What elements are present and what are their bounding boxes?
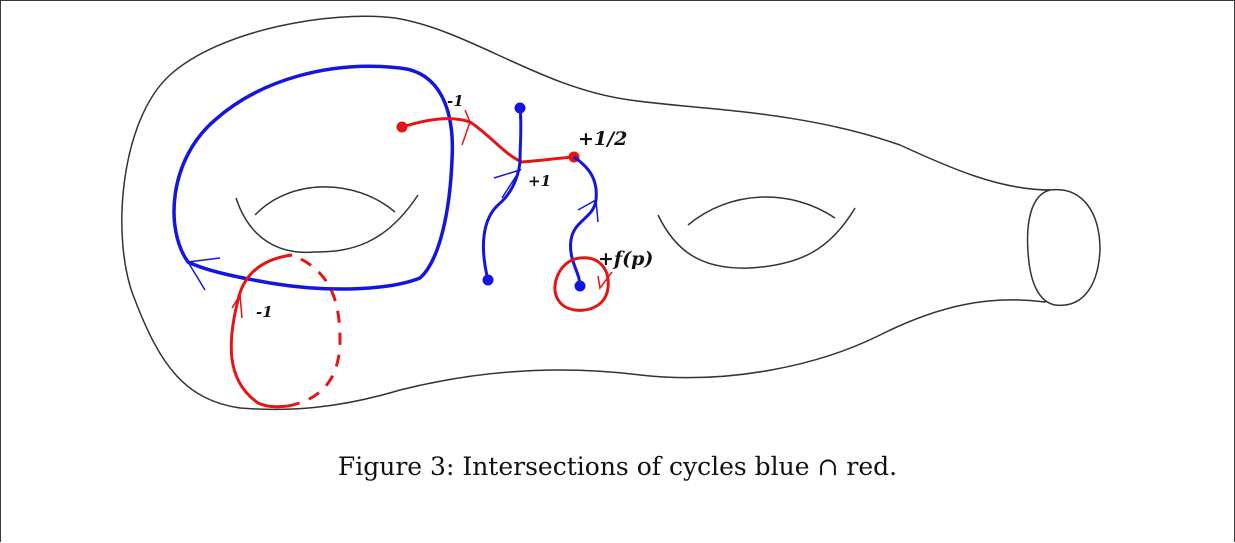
blue-path-right [569,155,598,287]
red-loop-arrow-icon [231,292,243,319]
blue-loop-arrow-icon [186,257,221,291]
label-left-minus-one: -1 [256,303,273,321]
figure-caption: Figure 3: Intersections of cycles blue ∩… [0,452,1235,481]
label-plus-half: +1/2 [578,128,627,150]
blue-right-arrow-icon [577,198,599,223]
red-loop-front [229,253,293,409]
right-hole-lower [657,207,856,269]
blue-loop-left [172,64,455,291]
red-arc-arrow-icon [461,109,471,146]
red-endpoint-left [396,121,408,133]
red-arc-top [401,117,575,164]
left-hole-upper [254,186,396,216]
red-loop-back-dashed [287,253,342,408]
label-f-of-p: +f(p) [598,248,653,270]
point-p [574,280,586,292]
blue-middle-arrow-icon [493,168,522,199]
red-small-loop-arrow-icon [597,271,613,290]
label-top-minus-one: -1 [447,92,464,110]
left-hole-lower [235,194,419,254]
surface-outline [121,15,1051,411]
surface-diagram: -1 +1/2 +1 +f(p) -1 [121,15,1101,411]
boundary-cap [1026,188,1101,307]
blue-endpoint-bottom [482,274,494,286]
label-plus-one: +1 [528,172,551,190]
red-small-loop [553,256,610,312]
caption-text: Intersections of cycles blue ∩ red. [462,452,898,481]
blue-path-middle [481,107,523,281]
right-hole-upper [687,196,836,226]
blue-endpoint-top [514,102,526,114]
caption-figure-label: Figure 3: [337,452,455,481]
